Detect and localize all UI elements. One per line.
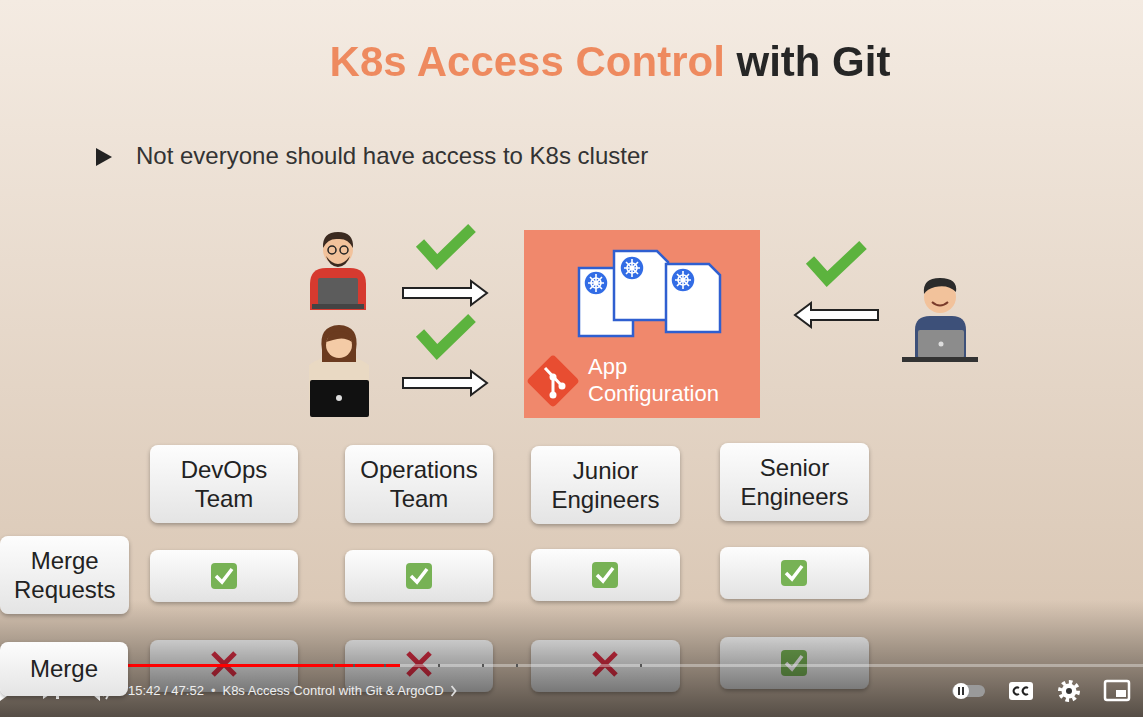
chapter-title: K8s Access Control with Git & ArgoCD — [222, 683, 443, 698]
table-header-cell: Senior Engineers — [720, 443, 869, 521]
row-header-cell: Merge Requests — [0, 536, 129, 614]
node-text: Senior Engineers — [740, 453, 848, 512]
node-text: DevOps Team — [181, 455, 268, 514]
developer-figure — [309, 325, 369, 417]
bullet-triangle — [96, 148, 112, 166]
bullet-text: Not everyone should have access to K8s c… — [136, 142, 648, 170]
separator-dot: • — [211, 683, 216, 698]
config-box-art — [524, 230, 760, 418]
video-time: 15:42 / 47:52 — [128, 683, 204, 698]
node-text: App Configuration — [588, 354, 719, 408]
row-header-cell: Merge — [0, 642, 128, 696]
senior-engineer-figure — [902, 278, 978, 362]
node-text: Merge — [30, 654, 98, 683]
player-buttons — [0, 681, 1129, 701]
table-header-cell: Junior Engineers — [531, 446, 680, 524]
node-text: Merge Requests — [14, 546, 115, 605]
table-header-cell: DevOps Team — [150, 445, 298, 523]
config-repo-box: App Configuration — [524, 230, 760, 420]
node-text: Operations Team — [360, 455, 477, 514]
player-shade — [0, 600, 1143, 717]
node-text: Junior Engineers — [551, 456, 659, 515]
block-arrow — [403, 281, 878, 395]
check-mark — [420, 228, 863, 352]
slide-title: K8s Access Control with Git — [330, 38, 891, 86]
developer-figure — [310, 232, 366, 310]
table-header-cell: Operations Team — [345, 445, 493, 523]
progress-bar — [0, 664, 1143, 667]
